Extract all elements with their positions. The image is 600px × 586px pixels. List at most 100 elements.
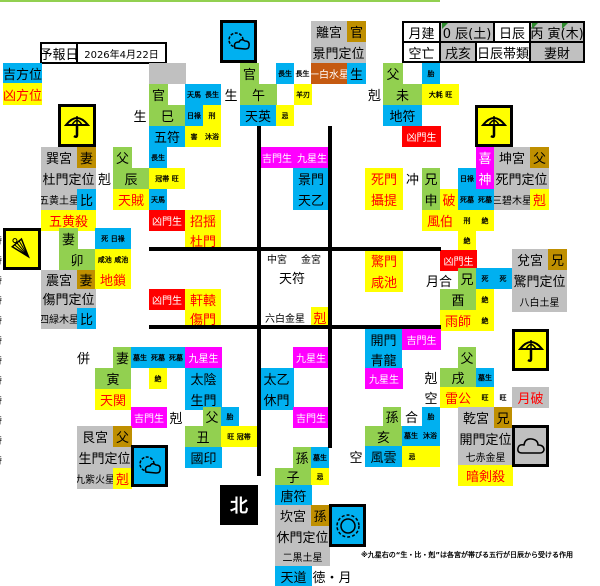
- cloud-sun-icon: [220, 20, 257, 63]
- kin: 兄: [458, 268, 476, 289]
- relation-s: 生: [224, 89, 238, 104]
- door: 開門: [365, 329, 402, 350]
- relation: 剋: [424, 372, 438, 387]
- hour-label: 時: [0, 272, 2, 287]
- grid-line: [0, 0, 440, 2]
- tag: 忌: [311, 468, 329, 485]
- tag: 死墓: [167, 347, 185, 368]
- tag: 胎: [422, 63, 440, 84]
- deity: 唐符: [275, 485, 312, 505]
- misfortune: 暗剣殺: [458, 465, 513, 486]
- cloud-sun-icon: [131, 445, 168, 487]
- star: 咸池: [365, 271, 403, 292]
- tag: 長生: [276, 63, 294, 84]
- branch: 亥: [365, 426, 402, 446]
- branch-sw: 未: [383, 84, 422, 105]
- nine-star: 四緑木星: [41, 308, 77, 329]
- tag: 墓生: [131, 347, 149, 368]
- star-relation: 九星生: [365, 368, 403, 389]
- combine-label: 月合: [425, 275, 452, 290]
- kin: 父: [113, 147, 132, 168]
- palace-kan: 坎宮: [275, 505, 311, 526]
- tag: 沐浴: [420, 426, 440, 446]
- hour-label: 時: [0, 232, 2, 247]
- branch: 子: [275, 468, 311, 485]
- kin: 兄: [422, 168, 440, 189]
- palace-li: 離宮: [311, 21, 347, 42]
- palace-kin: 父: [530, 147, 549, 168]
- month-label: 月建: [402, 21, 441, 43]
- tag: 絶: [476, 210, 494, 231]
- tag: 絶: [458, 231, 476, 250]
- palace-kun: 坤宮: [494, 147, 530, 168]
- hour-label: 時: [0, 312, 2, 327]
- door-relation: 凶門生: [440, 250, 477, 271]
- branch: 申: [422, 189, 440, 210]
- nine-star-relation: 比: [77, 308, 96, 329]
- tag: 死墓: [458, 189, 476, 210]
- nine-star: 三碧木星: [494, 189, 530, 210]
- category-label: 日辰帯類: [475, 41, 531, 63]
- tag: 死: [476, 268, 494, 289]
- door: 驚門: [365, 250, 403, 271]
- star: 青龍: [365, 350, 402, 368]
- tag: 胎: [422, 407, 440, 426]
- branch: 酉: [440, 289, 476, 310]
- forecast-label: 予報日: [40, 42, 78, 64]
- door: 傷門: [185, 310, 221, 327]
- month-break: 月破: [512, 387, 549, 408]
- star-relation: 九星生: [295, 147, 329, 168]
- door-relation: 吉門生: [402, 329, 441, 350]
- kin: 父: [458, 347, 476, 368]
- tag: 沐浴: [203, 126, 221, 147]
- grid-line: [149, 325, 441, 329]
- spirit: 喜: [476, 147, 494, 168]
- kin: 妻: [59, 228, 78, 249]
- kin: 孫: [383, 407, 401, 426]
- door: 死門: [365, 168, 403, 189]
- nine-star: 八白土星: [512, 291, 567, 312]
- deity: 天乙: [293, 189, 329, 210]
- palace-gen: 艮宮: [77, 426, 113, 447]
- deity: 天賊: [113, 189, 149, 210]
- tag: 日祿: [185, 105, 203, 126]
- day-value: 丙 寅(木): [529, 21, 585, 43]
- center-star: 天符: [278, 271, 305, 287]
- door-relation: 凶門生: [149, 289, 185, 310]
- tag: 墓生: [402, 426, 420, 446]
- clash-label: 冲: [405, 173, 419, 188]
- tag: 旺: [476, 387, 494, 408]
- door-relation: 凶門生: [402, 126, 441, 147]
- palace-kin: 妻: [77, 270, 95, 289]
- nine-star: 九紫火星: [77, 468, 113, 489]
- grid-line: [149, 247, 441, 251]
- good-direction-label: 吉方位: [3, 63, 42, 83]
- door-position: 杜門定位: [41, 168, 96, 189]
- deity: 國印: [185, 447, 222, 468]
- palace-kin: 父: [113, 426, 132, 447]
- tag: 害: [185, 126, 203, 147]
- tag: 日祿: [458, 168, 476, 189]
- deity-sw: 地符: [383, 105, 422, 126]
- tag: 刑: [458, 210, 476, 231]
- star: 攝提: [365, 189, 403, 210]
- note-text: ※九星右の“生・比・剋”は各宮が帯びる五行が日辰から受ける作用: [360, 551, 573, 559]
- branch-s: 午: [240, 84, 277, 105]
- kin: 孫: [293, 447, 311, 468]
- hour-label: 時: [0, 412, 2, 427]
- door-relation: 吉門生: [131, 407, 167, 428]
- branch: 卯: [59, 249, 95, 270]
- door-position: 景門定位: [311, 42, 366, 63]
- door-position: 開門定位: [458, 428, 513, 448]
- north-label: 北: [220, 485, 258, 525]
- tag: 死墓: [149, 347, 167, 368]
- door-relation: 凶門生: [149, 210, 185, 231]
- spirit: 神: [476, 168, 494, 189]
- palace-dui: 兌宮: [512, 249, 548, 270]
- grid-line: [328, 126, 332, 448]
- palace-xun: 巽宮: [41, 147, 77, 168]
- tag: 羊刃: [294, 84, 312, 105]
- tag: 大耗 旺: [422, 84, 459, 105]
- tag: 刑: [203, 105, 221, 126]
- deity: 地鎖: [95, 270, 131, 289]
